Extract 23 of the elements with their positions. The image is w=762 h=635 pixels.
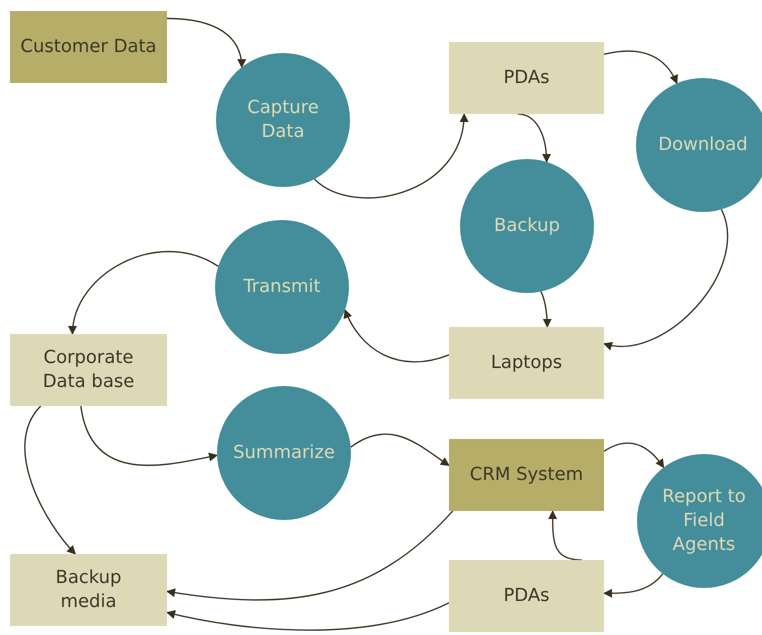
arrow <box>80 406 218 466</box>
arrow <box>603 573 664 598</box>
arrow <box>344 309 450 363</box>
arrow <box>24 406 76 555</box>
arrow <box>166 18 246 68</box>
data-box: Laptops <box>449 327 604 399</box>
data-box: PDAs <box>449 42 604 114</box>
arrow <box>166 602 450 631</box>
arrow <box>540 291 552 328</box>
data-box: Customer Data <box>10 11 167 83</box>
arrow <box>350 434 450 466</box>
arrow <box>68 250 219 335</box>
arrow <box>166 510 454 601</box>
arrow <box>604 50 678 84</box>
arrow <box>603 209 728 350</box>
data-box: CRM System <box>449 439 604 511</box>
data-box: Backup media <box>10 554 167 626</box>
arrow <box>548 510 582 561</box>
arrow <box>604 442 664 468</box>
data-box: Corporate Data base <box>10 334 167 406</box>
arrow <box>314 113 468 198</box>
data-box: PDAs <box>449 560 604 632</box>
arrow <box>517 113 551 163</box>
